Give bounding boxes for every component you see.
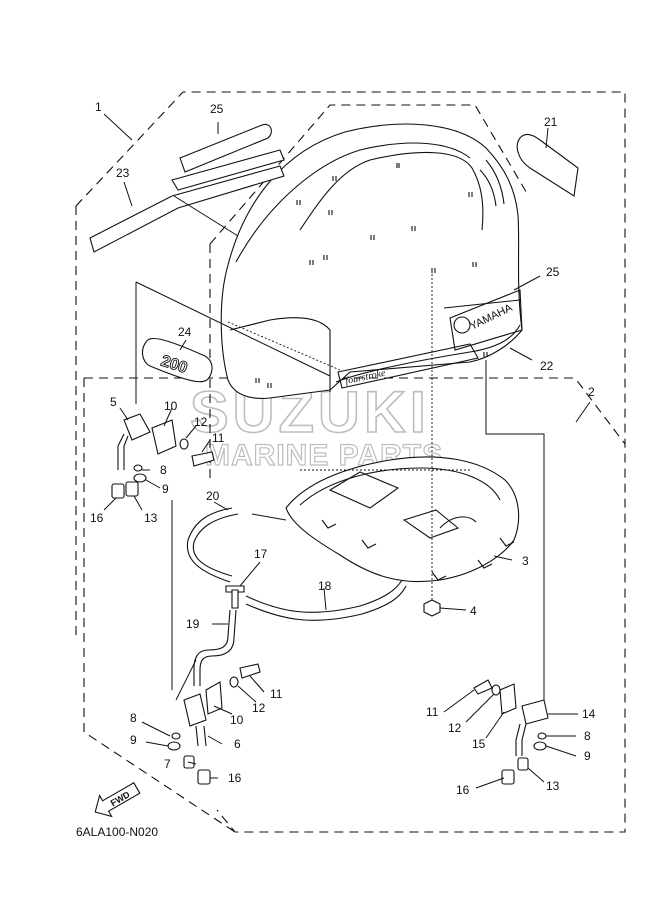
callout-16-left: 16: [90, 511, 104, 525]
hose-part-19: [193, 609, 237, 686]
callout-13-right: 13: [546, 779, 560, 793]
callout-24: 24: [178, 325, 192, 339]
callout-11-right: 11: [426, 705, 439, 719]
callout-11-left: 11: [212, 431, 225, 445]
washer-part-12-front: [229, 676, 239, 688]
callout-8-front: 8: [130, 711, 137, 725]
callout-12-right: 12: [448, 721, 462, 735]
lock-hook-part-14: [515, 699, 549, 756]
decal-part-21: [516, 133, 579, 197]
nut-part-4: [423, 599, 441, 617]
lock-lever-part-6: [183, 693, 207, 747]
callout-16-right: 16: [456, 783, 470, 797]
assembly-outline-frame: [75, 91, 626, 833]
callout-11-front: 11: [270, 687, 283, 701]
leader-lines: [103, 113, 591, 789]
tee-joint-part-17: [225, 585, 245, 609]
top-cowling: YAMAHA fourstroke: [220, 123, 523, 399]
hose-part-20: [186, 507, 239, 583]
callout-8-left: 8: [160, 463, 167, 477]
callout-19: 19: [186, 617, 200, 631]
callout-21: 21: [544, 115, 558, 129]
nut-part-8-front: [171, 732, 181, 740]
collar-part-13-left: [125, 481, 139, 497]
callout-12-front: 12: [252, 701, 266, 715]
drawing-code: 6ALA100-N020: [76, 825, 158, 839]
callout-13-left: 13: [144, 511, 158, 525]
callout-6: 6: [234, 737, 241, 751]
bolt-part-11-left: [191, 451, 215, 467]
washer-part-9-right: [533, 741, 547, 751]
hose-part-18: [245, 579, 407, 621]
lock-hook-part-5: [117, 413, 151, 470]
callout-12-left: 12: [194, 415, 208, 429]
callout-9-left: 9: [162, 482, 169, 496]
callout-9-right: 9: [584, 749, 591, 763]
rubber-part-16-left: [111, 483, 125, 499]
fwd-arrow: FWD: [94, 782, 141, 818]
callout-9-front: 9: [130, 733, 137, 747]
bolt-part-11-front: [239, 663, 261, 679]
callout-labels: 1 2 3 4 5 6 7 8 8 8 9 9 9 10 10 11 11 11…: [90, 100, 596, 797]
washer-part-9-left: [133, 473, 147, 483]
bolt-part-11-right: [473, 679, 493, 695]
callout-25-right: 25: [546, 265, 560, 279]
callout-16-front: 16: [228, 771, 242, 785]
washer-part-12-right: [491, 684, 501, 696]
collar-part-13-right: [517, 757, 529, 771]
callout-3: 3: [522, 554, 529, 568]
decal-part-25-lower-strip: [171, 149, 285, 191]
washer-part-9-front: [167, 741, 181, 751]
nut-part-8-right: [537, 732, 547, 740]
callout-17: 17: [254, 547, 268, 561]
callout-4: 4: [470, 604, 477, 618]
callout-5: 5: [110, 395, 117, 409]
callout-18: 18: [318, 579, 332, 593]
callout-14: 14: [582, 707, 596, 721]
decal-part-25-top: [179, 123, 272, 173]
decal-part-23: [89, 165, 285, 253]
callout-25-top: 25: [210, 102, 224, 116]
callout-10-left: 10: [164, 399, 178, 413]
bracket-part-10-front: [205, 681, 223, 715]
callout-20: 20: [206, 489, 220, 503]
nut-part-8-left: [133, 464, 143, 472]
washer-part-12-left: [179, 438, 189, 450]
rubber-part-16-front: [197, 769, 211, 785]
callout-8-right: 8: [584, 729, 591, 743]
logo-emblem-24: 200: [141, 337, 213, 383]
rubber-part-16-right: [501, 769, 515, 785]
callout-7: 7: [164, 757, 171, 771]
callout-22: 22: [540, 359, 554, 373]
callout-23: 23: [116, 166, 130, 180]
callout-1: 1: [95, 100, 102, 114]
callout-15: 15: [472, 737, 486, 751]
callout-2: 2: [588, 385, 595, 399]
bottom-cowling-part-3: [285, 456, 520, 583]
callout-10-front: 10: [230, 713, 244, 727]
bracket-part-15: [499, 683, 517, 715]
